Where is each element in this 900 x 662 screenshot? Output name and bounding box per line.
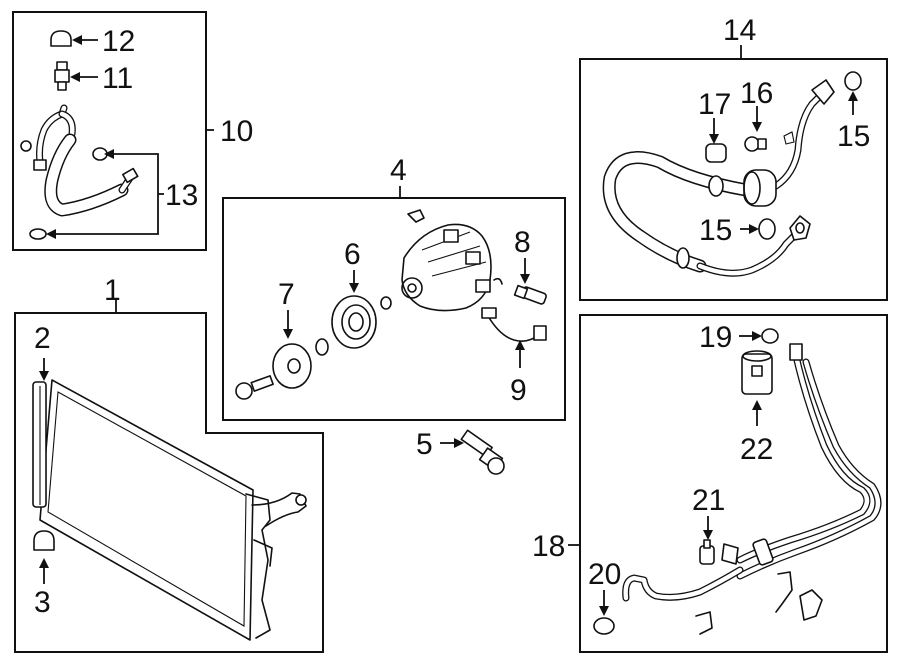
- callout-2: 2: [34, 322, 51, 355]
- frame-group-1: [14, 312, 324, 653]
- liquid-line-assembly: [622, 343, 882, 635]
- valve-part-16: [744, 136, 767, 152]
- callout-20: 20: [588, 558, 621, 591]
- discharge-hose-assembly: [20, 30, 139, 240]
- suction-hose-assembly: [602, 79, 835, 277]
- callout-21: 21: [692, 484, 725, 517]
- callout-14: 14: [723, 14, 756, 47]
- clutch-hub-part-7: [272, 343, 312, 389]
- cap-part-12: [50, 30, 72, 47]
- callout-11: 11: [102, 62, 133, 95]
- o-ring-part-15b: [758, 218, 776, 240]
- callout-6: 6: [344, 238, 361, 271]
- condenser-assembly: [32, 379, 307, 641]
- callout-15a: 15: [837, 120, 870, 153]
- callout-15b: 15: [699, 214, 732, 247]
- callout-22: 22: [740, 433, 773, 466]
- bolt-part-5: [460, 429, 505, 475]
- callout-3: 3: [34, 586, 51, 619]
- callout-9: 9: [510, 374, 527, 407]
- compressor-assembly: [235, 209, 547, 400]
- frame-group-18: [579, 314, 888, 653]
- bushing-part-3: [33, 530, 55, 551]
- expansion-valve-part-22: [741, 350, 773, 395]
- callout-10: 10: [220, 115, 253, 148]
- o-ring-part-20: [593, 617, 615, 635]
- callout-5: 5: [416, 428, 433, 461]
- callout-13: 13: [165, 179, 198, 212]
- pressure-switch-part-8: [513, 284, 547, 305]
- mount-bracket: [407, 209, 425, 223]
- hub-bolt: [235, 375, 274, 400]
- valve-cap-part-21: [699, 539, 715, 565]
- frame-group-14: [579, 58, 888, 301]
- callout-17: 17: [698, 88, 731, 121]
- callout-19: 19: [699, 321, 732, 354]
- valve-core-part-11: [54, 61, 70, 91]
- callout-12: 12: [102, 25, 135, 58]
- frame-group-4: [222, 197, 566, 421]
- frame-group-10: [12, 11, 207, 251]
- wire-harness-part-9: [487, 315, 541, 342]
- callout-7: 7: [278, 278, 295, 311]
- callout-1: 1: [104, 274, 121, 307]
- cap-part-17: [705, 143, 727, 163]
- o-ring-part-13b: [29, 228, 47, 240]
- callout-18: 18: [532, 530, 565, 563]
- o-ring-part-15a: [844, 71, 862, 91]
- callout-4: 4: [390, 154, 407, 187]
- callout-8: 8: [514, 226, 531, 259]
- o-ring-part-19: [761, 328, 779, 344]
- callout-16: 16: [740, 77, 773, 110]
